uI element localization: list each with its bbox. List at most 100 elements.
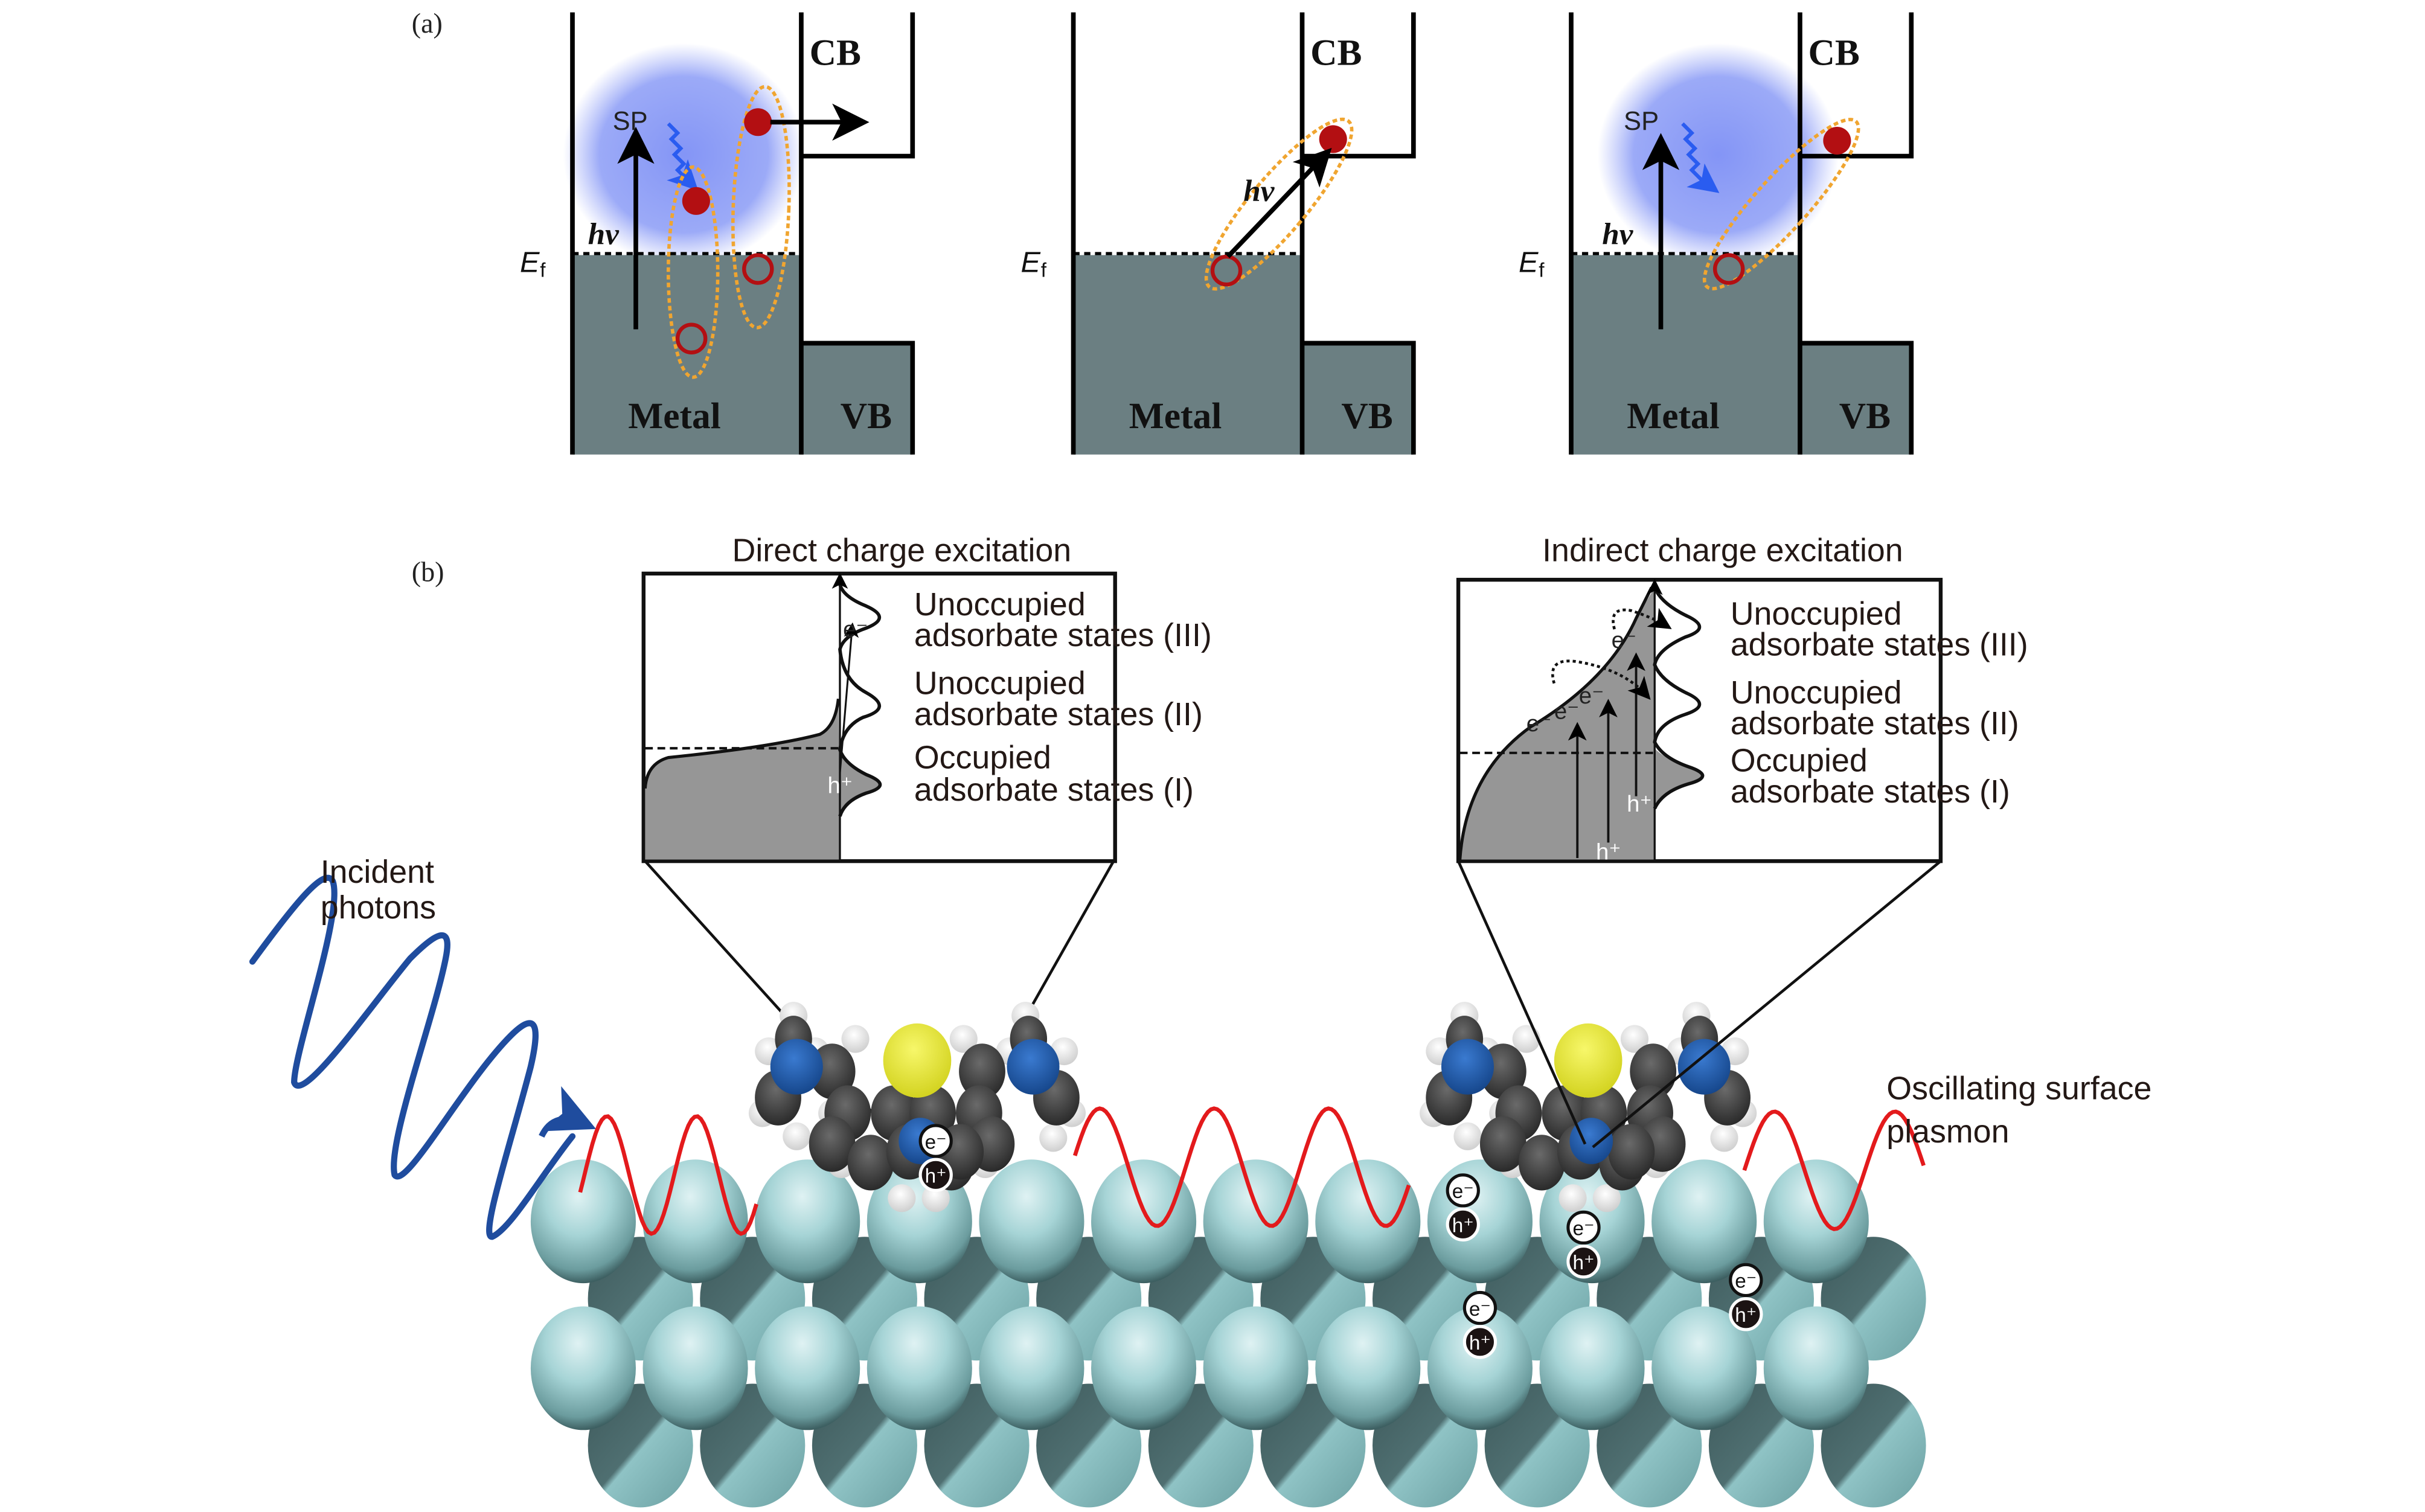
metal-dos-curve — [643, 698, 840, 789]
sulfur-atom — [883, 1023, 952, 1098]
metal-atom — [1203, 1306, 1309, 1430]
plasmon-decay-arrow — [667, 122, 699, 191]
carbon-atom — [959, 1043, 1005, 1100]
nitrogen-atom — [1677, 1039, 1731, 1095]
metal-atom — [1763, 1306, 1869, 1430]
metal-atom — [530, 1306, 636, 1430]
hydrogen-atom — [1558, 1184, 1587, 1212]
cb-label: CB — [1808, 33, 1860, 74]
hot-electron — [1319, 125, 1347, 153]
electron-hole-pair: e⁻h⁺ — [918, 1124, 953, 1193]
metal-atom — [755, 1306, 860, 1430]
hole — [1210, 254, 1243, 287]
state-label: Unoccupied — [1731, 595, 1902, 632]
metal-atom — [867, 1306, 972, 1430]
metal-atom — [755, 1159, 860, 1284]
state-label: adsorbate states (III) — [914, 617, 1212, 653]
direct-state-labels: Unoccupied adsorbate states (III) Unoccu… — [914, 586, 1212, 808]
conduction-band-edge — [801, 12, 915, 159]
sulfur-atom — [1554, 1023, 1623, 1098]
fermi-level-label: E — [1021, 246, 1041, 279]
hot-electron — [744, 108, 772, 136]
adsorbate-dos-curve — [1653, 586, 1705, 810]
valence-band-edge — [1302, 341, 1416, 455]
electron-hole-pair-ellipse — [1702, 118, 1860, 290]
electron-symbol: e⁻ — [1469, 1298, 1491, 1321]
electron-symbol: e⁻ — [1452, 1180, 1474, 1203]
cb-label: CB — [810, 33, 861, 74]
electron-marker — [918, 1124, 953, 1158]
hydrogen-atom — [921, 1184, 950, 1212]
hv-label: hv — [1602, 217, 1633, 252]
metal-atom — [1315, 1306, 1421, 1430]
carbon-atom — [809, 1116, 856, 1172]
electron-marker — [1462, 1290, 1498, 1325]
incident-photons-label: Incident — [321, 854, 434, 890]
hole-marker — [1462, 1325, 1498, 1359]
hole-label: h⁺ — [1627, 791, 1652, 817]
spacer — [1800, 0, 1911, 12]
state-label: Occupied — [1731, 743, 1868, 779]
plasmon-wave — [1072, 1106, 1411, 1228]
metal-fill — [1571, 255, 1800, 455]
indirect-inset-title: Indirect charge excitation — [1542, 532, 1903, 568]
adsorbate-dos-curve — [838, 583, 882, 817]
plasmon-wave — [578, 1114, 758, 1236]
metal-atom — [979, 1159, 1084, 1284]
hydrogen-atom — [888, 1184, 916, 1212]
plasmon-wave — [1742, 1109, 1926, 1231]
metal-lattice — [530, 1159, 1926, 1508]
hydrogen-atom — [1710, 1124, 1738, 1152]
hole-symbol: h⁺ — [1735, 1304, 1757, 1327]
metal-fill — [1073, 255, 1302, 455]
vb-label: VB — [841, 396, 892, 437]
fermi-level-label: E — [1519, 246, 1539, 279]
carbon-atom — [1630, 1043, 1677, 1100]
state-label: Unoccupied — [914, 586, 1086, 623]
hydrogen-atom — [949, 1025, 978, 1053]
metal-atom — [1651, 1159, 1757, 1284]
surface-plasmon-cloud — [563, 43, 805, 266]
electron-hole-pair: e⁻h⁺ — [1446, 1173, 1480, 1241]
state-label: adsorbate states (I) — [1731, 774, 2010, 810]
hole-symbol: h⁺ — [1469, 1332, 1491, 1354]
spacer — [801, 0, 912, 12]
hot-electron — [1823, 126, 1851, 155]
indirect-state-labels: Unoccupied adsorbate states (III) Unoccu… — [1731, 595, 2028, 809]
electron-hole-pair-ellipse — [1204, 117, 1354, 291]
hydrogen-atom — [1512, 1025, 1540, 1053]
carbon-atom — [1479, 1116, 1526, 1172]
electron-hole-pair: e⁻h⁺ — [1729, 1263, 1763, 1331]
state-label: adsorbate states (III) — [1731, 627, 2028, 663]
electron-symbol: e⁻ — [1572, 1218, 1594, 1240]
state-label: Unoccupied — [914, 665, 1086, 702]
excitation-arrow — [839, 622, 859, 774]
hot-electron — [682, 187, 710, 215]
vb-label: VB — [1839, 396, 1891, 437]
electron-hole-pair-ellipse — [666, 165, 720, 379]
metal-atom — [642, 1306, 748, 1430]
panel-b-label: (b) — [412, 557, 444, 588]
zoom-leader-left — [1456, 860, 1587, 1145]
nitrogen-atom — [1441, 1039, 1494, 1095]
nitrogen-atom — [770, 1039, 823, 1095]
electron-label: e⁻ — [1612, 627, 1637, 653]
direct-inset-title: Direct charge excitation — [732, 532, 1072, 568]
incident-photons-label: photons — [321, 889, 436, 926]
metal-dos-fill — [1459, 587, 1655, 860]
electron-hole-pair-ellipse — [731, 85, 791, 330]
state-label: Occupied — [914, 739, 1051, 775]
hydrogen-atom — [1592, 1184, 1621, 1212]
electron-marker — [1566, 1210, 1601, 1245]
valence-band-edge — [801, 341, 915, 455]
fermi-level-label: E — [520, 246, 540, 279]
direct-excitation-inset: Direct charge excitation e⁻ h⁺ Unoccupie… — [641, 532, 1212, 1168]
surface-plasmon-cloud — [1597, 43, 1839, 266]
hv-label: hv — [588, 217, 620, 252]
hydrogen-atom — [1453, 1122, 1482, 1150]
fermi-subscript: f — [1539, 259, 1545, 281]
hole-symbol: h⁺ — [925, 1165, 947, 1188]
state-label: Unoccupied — [1731, 674, 1902, 711]
